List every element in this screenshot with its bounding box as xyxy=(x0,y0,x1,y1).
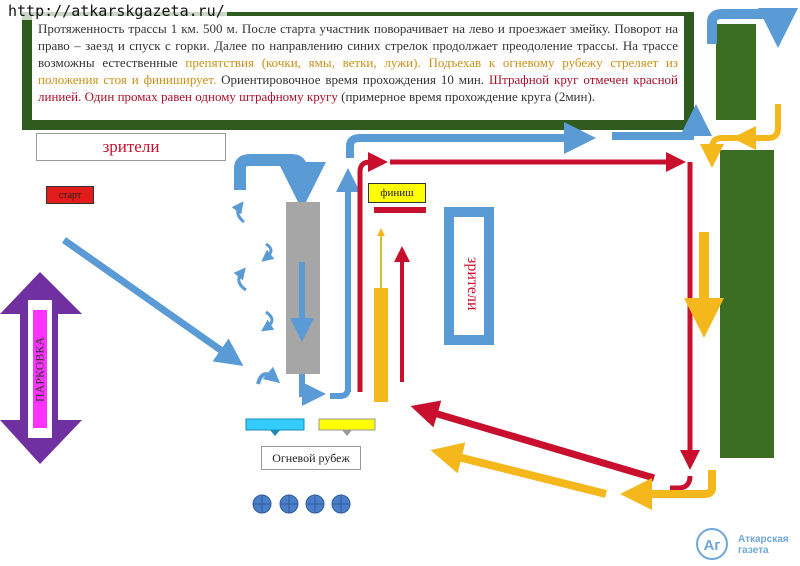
start-label: старт xyxy=(46,186,94,204)
curve-arrow-5 xyxy=(256,366,281,385)
blue-arrow-diagonal xyxy=(61,237,244,367)
logo-line1: Аткарская xyxy=(738,534,789,545)
firing-pad-yellow xyxy=(318,418,376,431)
curve-arrow-2 xyxy=(261,242,275,262)
yellow-arrow-top-right xyxy=(732,104,781,150)
finish-line xyxy=(374,207,426,213)
info-time: Ориентировочное время прохождения 10 мин… xyxy=(216,72,490,87)
blue-arrow-snake-exit xyxy=(299,374,326,406)
yellow-bar xyxy=(374,288,388,402)
green-block-right xyxy=(720,150,774,458)
targets xyxy=(252,494,351,514)
finish-label: финиш xyxy=(368,183,426,203)
red-corner xyxy=(670,475,693,491)
yellow-arrow-turn xyxy=(700,135,742,168)
yellow-arrow-bottom xyxy=(620,470,716,510)
spectators-right-frame xyxy=(444,207,494,345)
logo-circle xyxy=(696,528,728,560)
info-part2: (примерное время прохождение круга (2мин… xyxy=(337,89,596,104)
yellow-arrow-diagonal xyxy=(430,442,607,498)
logo-text: Аткарская газета xyxy=(738,534,800,556)
info-obstacles: препятствия (кочки, ямы, ветки, лужи). П… xyxy=(38,55,679,87)
parking-label: ПАРКОВКА xyxy=(33,310,47,428)
info-part1: Протяженность трассы 1 км. 500 м. После … xyxy=(38,21,678,70)
spectators-right-label: зрители xyxy=(464,257,481,311)
blue-arrow-snake-entry xyxy=(234,154,326,210)
blue-arrow-top-right xyxy=(707,8,798,48)
blue-connector xyxy=(330,387,351,399)
red-arrow-diagonal xyxy=(410,400,655,482)
info-penalty: Штрафной круг отмечен красной линией. Од… xyxy=(38,72,678,104)
firing-pad-yellow-tick xyxy=(342,430,352,436)
red-arrow-up xyxy=(357,152,388,392)
info-text-box: Протяженность трассы 1 км. 500 м. После … xyxy=(32,16,684,120)
firing-pad-cyan-tick xyxy=(270,430,280,436)
curve-arrow-1 xyxy=(231,201,245,224)
logo-line2: газета xyxy=(738,545,769,556)
watermark-url: http://atkarskgazeta.ru/ xyxy=(6,2,227,20)
green-block-top xyxy=(716,24,756,120)
logo-glyph: Аг xyxy=(703,537,720,554)
curve-arrow-3 xyxy=(233,267,247,292)
firing-line-label: Огневой рубеж xyxy=(261,446,361,470)
blue-arrow-top xyxy=(346,122,596,158)
curve-arrow-4 xyxy=(261,310,275,332)
spectators-top-label: зрители xyxy=(36,133,226,161)
firing-pad-cyan xyxy=(245,418,305,431)
